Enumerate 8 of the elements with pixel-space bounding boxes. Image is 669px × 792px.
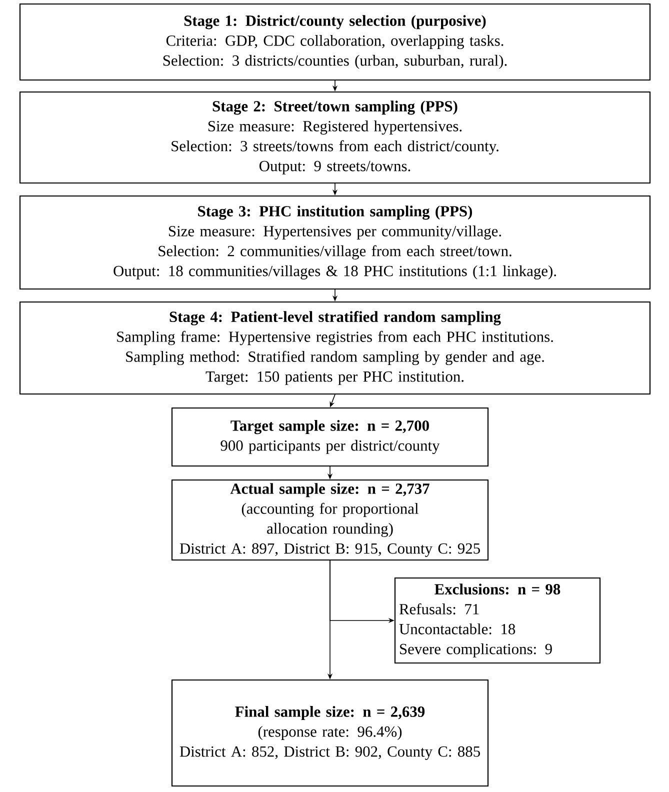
process-box: Target sample size: n = 2,700 900 participants per district/county	[171, 407, 489, 467]
process-box: Stage 1: District/county selection (purposive) Criteria: GDP, CDC collaboration, overlapping tasks. Selection: 3 districts/counties (urban, suburban, rural).	[19, 3, 651, 81]
process-box: Stage 3: PHC institution sampling (PPS) Size measure: Hypertensives per community/village. Selection: 2 communities/village from each street/town. Output: 18 communities/villages & 18 PHC institutions (1:1 linkage).	[19, 195, 651, 290]
process-box: Exclusions: n = 98 Refusals: 71 Uncontactable: 18 Severe complications: 9	[394, 577, 601, 664]
process-box: Stage 4: Patient-level stratified random sampling Sampling frame: Hypertensive registries from each PHC institutions. Sampling method: Stratified random sampling by gender and age. Target: 150 patients per PHC institution.	[19, 301, 651, 395]
process-box: Stage 2: Street/town sampling (PPS) Size measure: Registered hypertensives. Selection: 3 streets/towns from each district/county. Output: 9 streets/towns.	[19, 91, 651, 184]
process-box: Final sample size: n = 2,639 (response rate: 96.4%) District A: 852, District B: 902, County C: 885	[171, 679, 489, 787]
process-box: Actual sample size: n = 2,737 (accounting for proportional allocation rounding) District A: 897, District B: 915, County C: 925	[171, 479, 489, 561]
